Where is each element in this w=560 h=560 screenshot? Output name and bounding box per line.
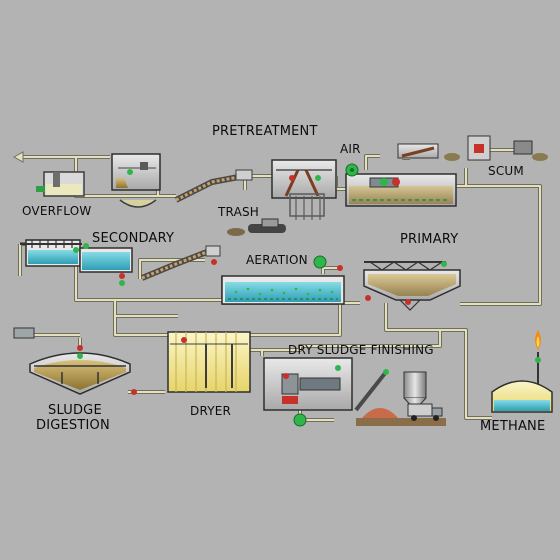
label-pretreatment: PRETREATMENT: [212, 124, 318, 139]
overflow-tank: [36, 171, 85, 197]
dryer: [167, 331, 251, 393]
label-dryer: DRYER: [190, 404, 232, 418]
dry-sludge-finishing: [263, 357, 353, 427]
label-primary: PRIMARY: [400, 232, 459, 247]
label-secondary: SECONDARY: [92, 231, 175, 246]
scum-skimmer: [397, 135, 548, 161]
label-trash: TRASH: [218, 205, 260, 219]
truck-icon: [407, 403, 443, 421]
bar-screen: [271, 159, 337, 220]
grit-chamber: [111, 153, 161, 208]
gas-flame-icon: [535, 330, 541, 350]
screw-conveyor-secondary: [140, 245, 221, 281]
label-dry-sludge-finishing: DRY SLUDGE FINISHING: [288, 343, 434, 357]
primary-clarifier: [363, 261, 461, 311]
label-sludge: SLUDGE: [48, 403, 102, 418]
aerated-grit-tank: [345, 173, 457, 207]
conveyor-icon: [354, 369, 446, 426]
overflow-arrow-icon: [12, 151, 24, 163]
fan-icon: [345, 163, 359, 177]
finishing-fan-icon: [293, 413, 307, 427]
trash-conveyor: [227, 218, 286, 236]
secondary-clarifier: [20, 239, 133, 286]
sludge-digester: [13, 327, 137, 395]
label-overflow: OVERFLOW: [22, 204, 92, 218]
label-scum: SCUM: [488, 164, 524, 178]
label-digestion: DIGESTION: [36, 418, 110, 433]
label-aeration: AERATION: [246, 253, 308, 267]
label-methane: METHANE: [480, 419, 546, 434]
screw-conveyor: [174, 169, 253, 203]
label-air: AIR: [340, 142, 361, 156]
aeration-blower-icon: [313, 255, 327, 269]
aeration-tank: [221, 255, 345, 305]
methane-tank: [491, 352, 553, 413]
